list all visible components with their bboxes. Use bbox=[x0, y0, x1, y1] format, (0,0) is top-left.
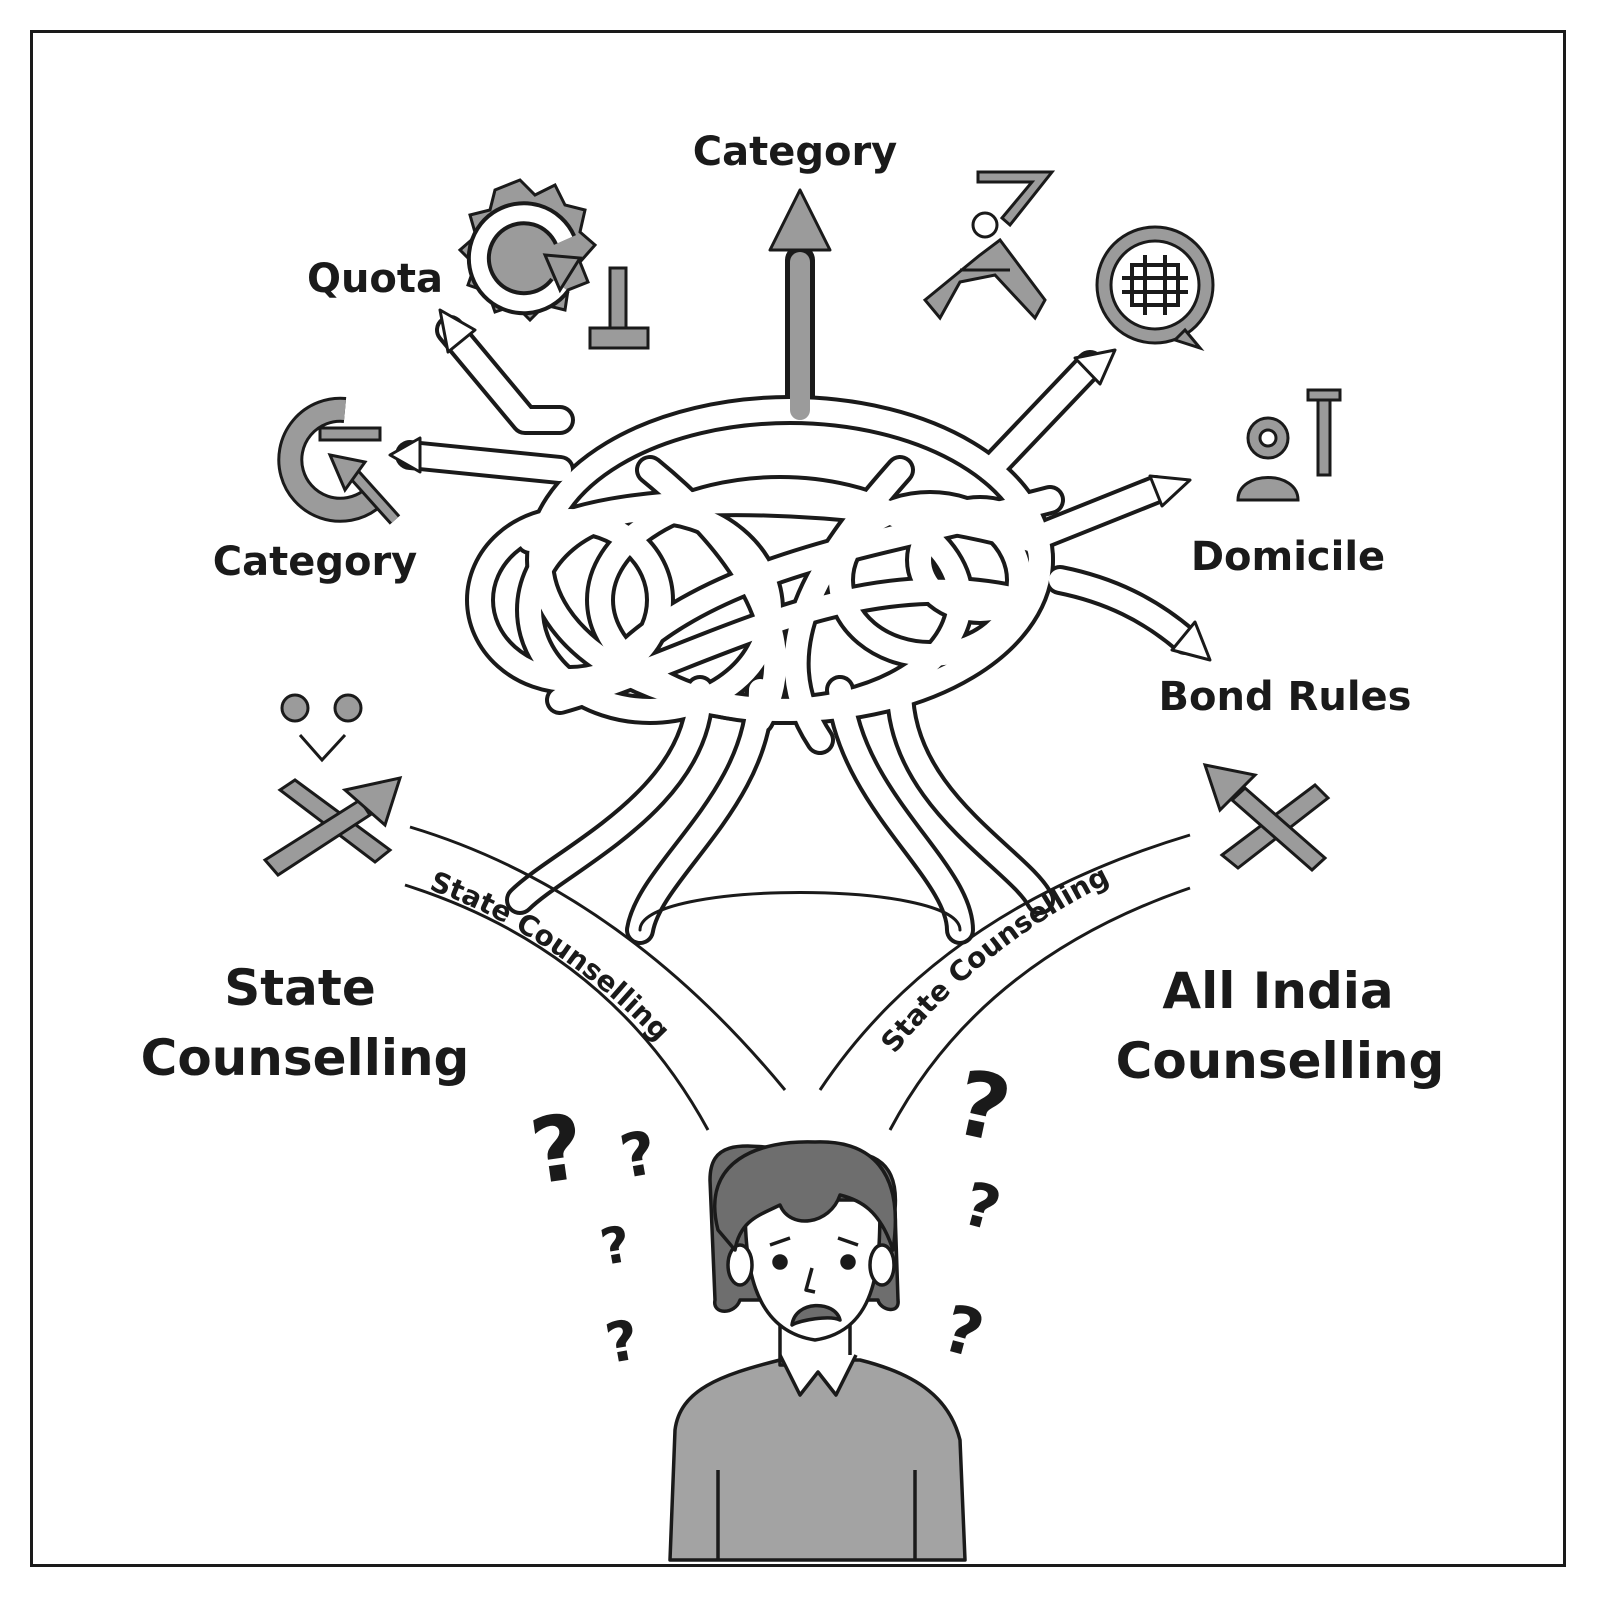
confused-person bbox=[668, 1140, 967, 1562]
person-hair bbox=[713, 1140, 898, 1252]
crossed-arrow-icon-right bbox=[1202, 763, 1331, 873]
person-mouth bbox=[790, 1303, 842, 1327]
person-pillar-icon bbox=[1236, 388, 1342, 502]
question-mark-1: ? bbox=[524, 1094, 590, 1205]
label-india-line2: Counselling bbox=[1116, 1032, 1445, 1090]
arrow-head-bond-rules bbox=[1170, 620, 1212, 662]
label-state-line2: Counselling bbox=[141, 1029, 470, 1087]
tangled-knot bbox=[395, 245, 1200, 945]
arrow-heads bbox=[388, 188, 1212, 662]
question-mark-7: ? bbox=[935, 1291, 991, 1373]
label-state-line1: State bbox=[224, 959, 375, 1017]
t-shape-icon bbox=[588, 266, 650, 350]
dots-chevron-icon bbox=[280, 693, 363, 763]
crossed-arrow-icon-left bbox=[262, 775, 403, 877]
question-mark-6: ? bbox=[956, 1169, 1008, 1246]
label-category-left: Category bbox=[213, 539, 418, 585]
person-eye-left bbox=[772, 1254, 788, 1270]
label-domicile: Domicile bbox=[1191, 534, 1385, 580]
label-quota: Quota bbox=[307, 256, 443, 302]
chip-badge-icon bbox=[1095, 225, 1215, 351]
arrow-head-category-left bbox=[388, 436, 422, 474]
arrow-head-upper-right bbox=[1073, 348, 1117, 386]
question-mark-2: ? bbox=[615, 1118, 661, 1193]
diagram-frame bbox=[30, 30, 1566, 1567]
question-mark-4: ? bbox=[601, 1307, 644, 1376]
gear-refresh-icon bbox=[457, 178, 598, 323]
path-arcs bbox=[404, 825, 1191, 1131]
label-india-line1: All India bbox=[1162, 962, 1393, 1020]
arrow-head-domicile bbox=[1148, 474, 1192, 508]
refresh-arrow-icon bbox=[277, 396, 401, 525]
figure-icon bbox=[922, 170, 1056, 321]
label-bond-rules: Bond Rules bbox=[1159, 674, 1412, 720]
arc-label-right: State Counselling bbox=[874, 859, 1114, 1059]
question-mark-5: ? bbox=[946, 1050, 1019, 1164]
question-mark-3: ? bbox=[596, 1215, 635, 1277]
question-marks: ? ? ? ? ? ? ? bbox=[524, 1050, 1019, 1376]
label-category-top: Category bbox=[693, 129, 898, 175]
arrow-head-category-top bbox=[768, 188, 832, 252]
person-sweater bbox=[668, 1358, 967, 1562]
arrow-head-quota bbox=[438, 308, 477, 354]
person-eye-right bbox=[840, 1254, 856, 1270]
